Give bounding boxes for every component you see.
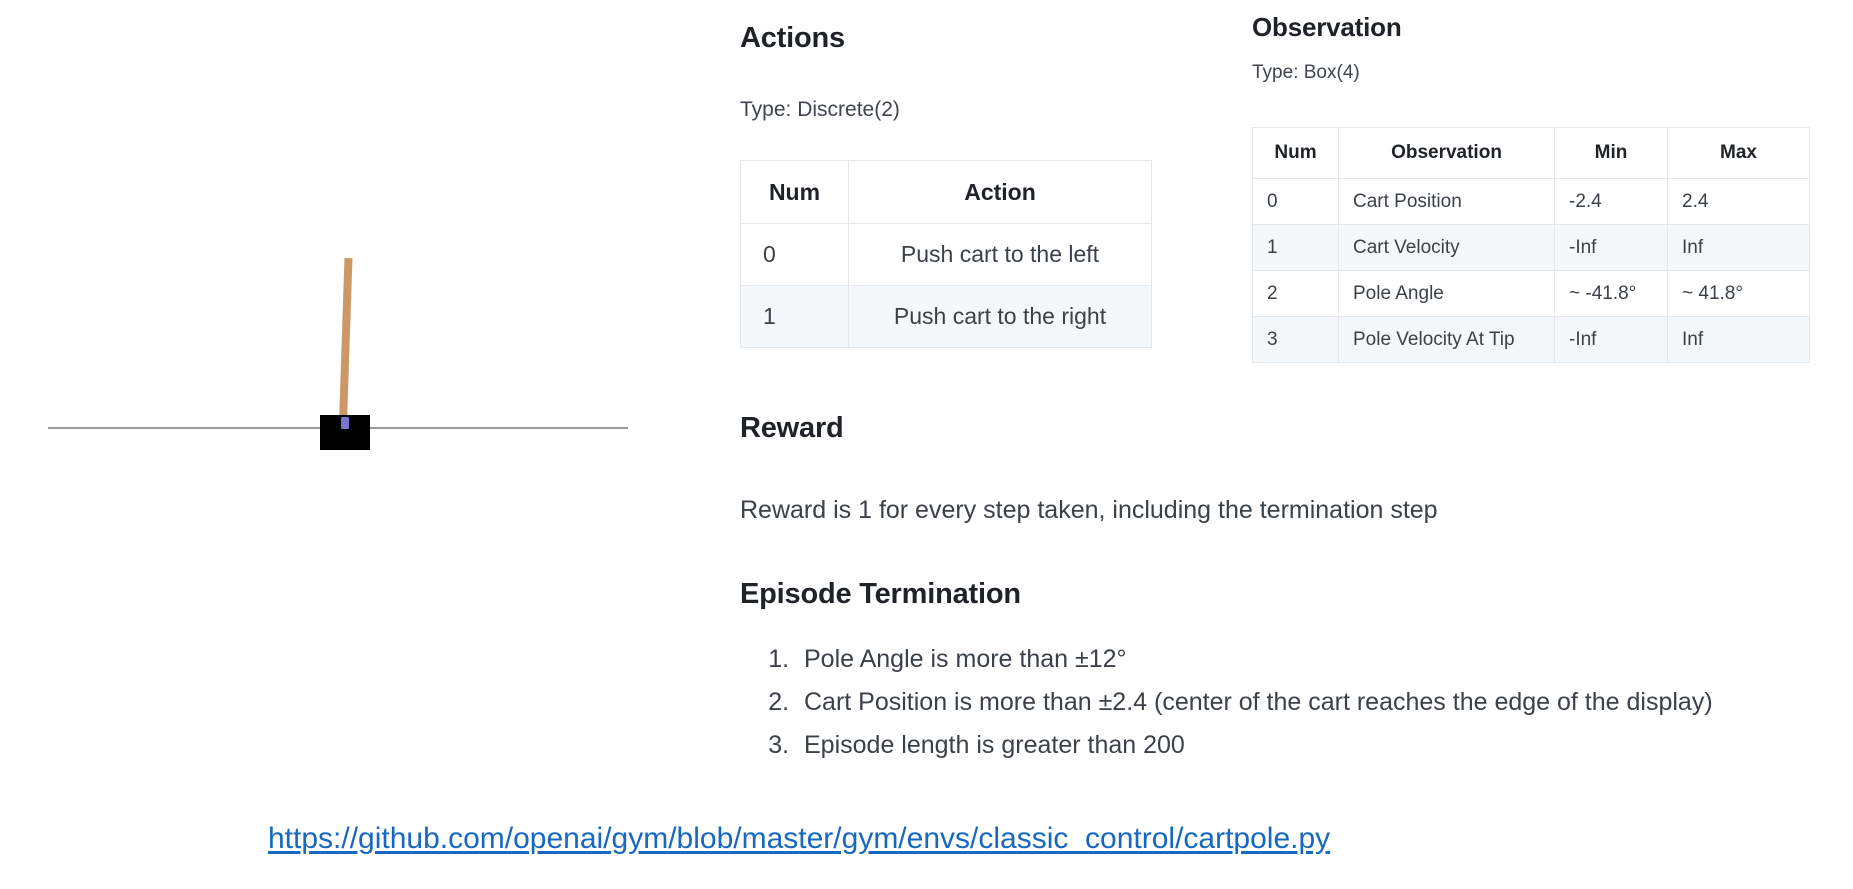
list-item: Pole Angle is more than ±12° (796, 645, 1713, 674)
observation-type-label: Type: Box(4) (1252, 62, 1360, 83)
observation-cell-num: 3 (1252, 316, 1339, 363)
pole-icon (339, 257, 353, 424)
actions-cell-action: Push cart to the left (848, 223, 1152, 286)
actions-cell-action: Push cart to the right (848, 285, 1152, 348)
reward-text: Reward is 1 for every step taken, includ… (740, 496, 1438, 524)
observation-cell-num: 2 (1252, 270, 1339, 317)
observation-cell-name: Cart Position (1338, 178, 1555, 225)
episode-termination-heading: Episode Termination (740, 578, 1021, 610)
actions-type-label: Type: Discrete(2) (740, 98, 900, 121)
axle-icon (341, 417, 349, 429)
cartpole-illustration (0, 250, 700, 510)
actions-heading: Actions (740, 22, 845, 54)
observation-col-max: Max (1667, 127, 1810, 179)
reward-heading: Reward (740, 412, 844, 444)
observation-cell-max: 2.4 (1667, 178, 1810, 225)
actions-cell-num: 0 (740, 223, 849, 286)
table-row: 2 Pole Angle ~ -41.8° ~ 41.8° (1252, 270, 1810, 317)
table-row: 1 Push cart to the right (740, 285, 1152, 348)
list-item: Cart Position is more than ±2.4 (center … (796, 688, 1713, 717)
table-row: 1 Cart Velocity -Inf Inf (1252, 224, 1810, 271)
termination-list: Pole Angle is more than ±12° Cart Positi… (760, 645, 1713, 774)
observation-cell-min: -Inf (1554, 316, 1668, 363)
observation-cell-min: -Inf (1554, 224, 1668, 271)
observation-cell-max: Inf (1667, 316, 1810, 363)
observation-cell-min: -2.4 (1554, 178, 1668, 225)
observation-cell-name: Pole Angle (1338, 270, 1555, 317)
source-code-link[interactable]: https://github.com/openai/gym/blob/maste… (268, 822, 1331, 855)
observation-cell-num: 1 (1252, 224, 1339, 271)
table-row: 0 Cart Position -2.4 2.4 (1252, 178, 1810, 225)
list-item: Episode length is greater than 200 (796, 731, 1713, 760)
table-header-row: Num Action (740, 160, 1152, 224)
actions-cell-num: 1 (740, 285, 849, 348)
actions-table: Num Action 0 Push cart to the left 1 Pus… (740, 160, 1152, 348)
observation-table: Num Observation Min Max 0 Cart Position … (1252, 127, 1810, 363)
observation-heading: Observation (1252, 12, 1402, 42)
observation-cell-max: ~ 41.8° (1667, 270, 1810, 317)
observation-cell-num: 0 (1252, 178, 1339, 225)
observation-col-observation: Observation (1338, 127, 1555, 179)
observation-cell-max: Inf (1667, 224, 1810, 271)
actions-col-num: Num (740, 160, 849, 224)
actions-col-action: Action (848, 160, 1152, 224)
table-row: 3 Pole Velocity At Tip -Inf Inf (1252, 316, 1810, 363)
observation-cell-name: Pole Velocity At Tip (1338, 316, 1555, 363)
observation-col-num: Num (1252, 127, 1339, 179)
observation-cell-min: ~ -41.8° (1554, 270, 1668, 317)
table-header-row: Num Observation Min Max (1252, 127, 1810, 179)
observation-cell-name: Cart Velocity (1338, 224, 1555, 271)
observation-col-min: Min (1554, 127, 1668, 179)
table-row: 0 Push cart to the left (740, 223, 1152, 286)
